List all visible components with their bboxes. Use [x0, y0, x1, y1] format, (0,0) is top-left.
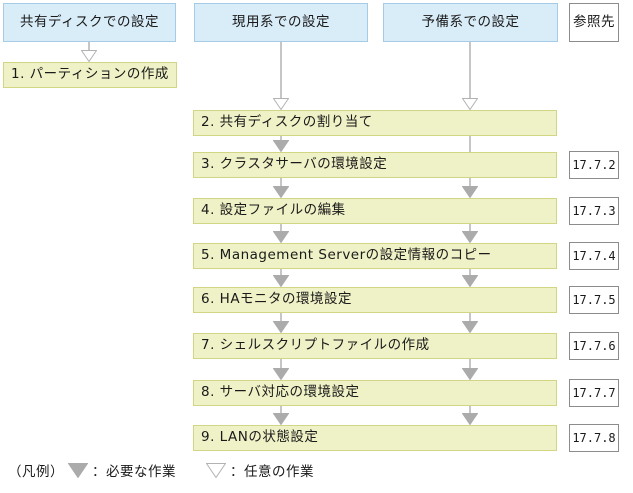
reference-column-header: 参照先	[569, 3, 619, 42]
required-arrow-icon	[273, 313, 289, 333]
step-box-3: 3. クラスタサーバの環境設定	[193, 152, 557, 178]
legend: （凡例） ：必要な作業 ：任意の作業	[8, 459, 314, 481]
connector-line	[469, 136, 471, 152]
optional-arrow-icon	[206, 462, 226, 478]
legend-optional-label: ：任意の作業	[230, 464, 314, 480]
reference-box-17-7-3: 17.7.3	[569, 197, 619, 225]
legend-required-label: ：必要な作業	[92, 464, 176, 480]
reference-box-17-7-5: 17.7.5	[569, 286, 619, 314]
required-arrow-icon	[462, 178, 478, 198]
required-arrow-icon	[273, 178, 289, 198]
required-arrow-icon	[273, 224, 289, 243]
required-arrow-icon	[68, 462, 88, 478]
optional-arrow-icon	[81, 42, 97, 62]
step-box-1: 1. パーティションの作成	[3, 62, 177, 88]
column-header-active: 現用系での設定	[194, 3, 368, 42]
reference-box-17-7-7: 17.7.7	[569, 379, 619, 407]
optional-arrow-icon	[462, 42, 478, 110]
reference-box-17-7-2: 17.7.2	[569, 151, 619, 179]
step-box-6: 6. HAモニタの環境設定	[193, 287, 557, 313]
required-arrow-icon	[462, 406, 478, 425]
step-box-4: 4. 設定ファイルの編集	[193, 198, 557, 224]
required-arrow-icon	[462, 313, 478, 333]
column-header-standby: 予備系での設定	[383, 3, 558, 42]
reference-box-17-7-4: 17.7.4	[569, 242, 619, 270]
required-arrow-icon	[273, 406, 289, 425]
required-arrow-icon	[462, 269, 478, 287]
optional-arrow-icon	[273, 42, 289, 110]
column-header-shared-disk: 共有ディスクでの設定	[3, 3, 176, 42]
legend-prefix: （凡例）	[8, 464, 64, 480]
required-arrow-icon	[462, 224, 478, 243]
required-arrow-icon	[273, 269, 289, 287]
step-box-7: 7. シェルスクリプトファイルの作成	[193, 333, 557, 359]
step-box-2: 2. 共有ディスクの割り当て	[193, 110, 557, 136]
step-box-5: 5. Management Serverの設定情報のコピー	[193, 243, 557, 269]
reference-box-17-7-6: 17.7.6	[569, 332, 619, 360]
required-arrow-icon	[462, 359, 478, 380]
step-box-9: 9. LANの状態設定	[193, 425, 557, 451]
required-arrow-icon	[273, 136, 289, 152]
required-arrow-icon	[273, 359, 289, 380]
step-box-8: 8. サーバ対応の環境設定	[193, 380, 557, 406]
reference-box-17-7-8: 17.7.8	[569, 424, 619, 452]
